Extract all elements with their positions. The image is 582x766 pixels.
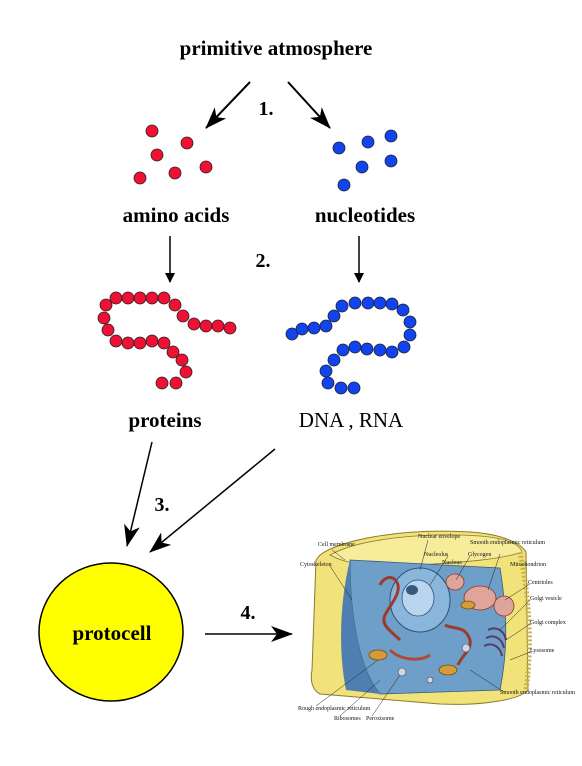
arrow-atmosphere-to-nucleotides <box>287 81 331 129</box>
dna-rna-label: DNA , RNA <box>298 408 404 432</box>
cell-label-centrioles: Centrioles <box>528 580 553 586</box>
atmosphere-label: primitive atmosphere <box>179 36 373 60</box>
step-4-label: 4. <box>240 602 256 624</box>
protein-chain <box>97 291 237 390</box>
arrow-dna-to-protocell <box>149 448 276 553</box>
dna-chain <box>285 296 417 395</box>
arrow-proteins-to-protocell <box>124 441 153 547</box>
step-1-label: 1. <box>258 98 274 120</box>
cell-label-glycogen: Glycogen <box>468 552 492 558</box>
cell-label-nucleus: Nucleus <box>442 560 462 566</box>
nucleotide-dots <box>332 129 398 192</box>
nucleotides-label: nucleotides <box>314 203 416 227</box>
cell-label-nuclear-envelope: Nuclear envelope <box>418 534 461 540</box>
cell-label-ribosomes: Ribosomes <box>334 716 361 722</box>
amino-acids-label: amino acids <box>122 203 230 227</box>
cell-label-lysosome: Lysosome <box>530 648 555 654</box>
cell-label-nucleolus: Nucleolus <box>424 552 449 558</box>
cell-label-golgi-vesicle: Golgi vesicle <box>530 596 562 602</box>
step-3-label: 3. <box>154 494 170 516</box>
protocell-label: protocell <box>72 621 152 645</box>
cell-label-peroxisome: Peroxisome <box>366 716 395 722</box>
protocell-circle <box>38 562 184 702</box>
proteins-label: proteins <box>128 408 202 432</box>
cell-label-rough-er: Rough endoplasmic reticulum <box>298 706 371 712</box>
cell-label-mitochondrion: Mitochondrion <box>510 562 546 568</box>
cell-label-smooth-er: Smooth endoplasmic reticulum <box>470 540 545 546</box>
cell-label-golgi-complex: Golgi complex <box>530 620 566 626</box>
arrow-atmosphere-to-amino <box>205 81 251 129</box>
cell-label-cell-membrane: Cell membrane <box>318 542 355 548</box>
cell-label-smooth-er-2: Smooth endoplasmic reticulum <box>500 690 575 696</box>
eukaryotic-cell-illustration <box>310 530 532 717</box>
step-2-label: 2. <box>255 250 271 272</box>
cell-label-cytoskeleton: Cytoskeleton <box>300 562 332 568</box>
amino-acid-dots <box>133 124 213 185</box>
